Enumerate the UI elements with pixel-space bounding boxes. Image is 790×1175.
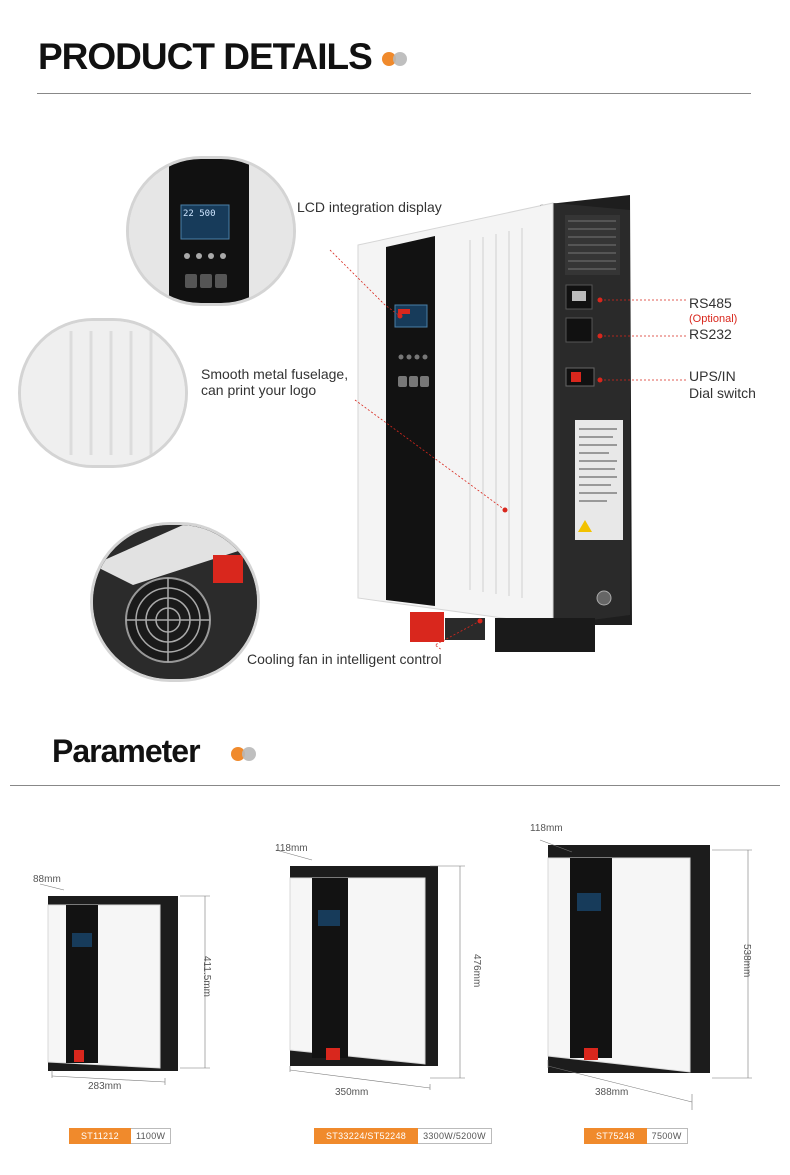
model1-name: ST11212: [69, 1128, 131, 1144]
model2-height: 476mm: [471, 954, 482, 988]
model2-depth: 118mm: [275, 843, 308, 854]
callout-metal-line2: can print your logo: [201, 382, 317, 398]
model3-depth: 118mm: [530, 823, 563, 834]
section-title-product-details: PRODUCT DETAILS: [38, 36, 373, 77]
decorative-dots-icon: [231, 747, 261, 763]
model1-width: 283mm: [88, 1081, 122, 1092]
inverter-illustration: [329, 195, 686, 652]
callout-ups-line2: Dial switch: [689, 385, 756, 401]
model3-name: ST75248: [584, 1128, 647, 1144]
model3-width: 388mm: [595, 1087, 629, 1098]
callout-optional: (Optional): [689, 313, 738, 325]
callout-metal-line1: Smooth metal fuselage,: [201, 366, 349, 382]
callout-rs485: RS485: [689, 295, 732, 311]
model1-height: 411.5mm: [201, 956, 212, 997]
model2-power: 3300W/5200W: [418, 1128, 492, 1144]
callout-rs232: RS232: [689, 326, 732, 342]
decorative-dots-icon: [382, 52, 412, 68]
model3-power: 7500W: [646, 1128, 688, 1144]
metal-fuselage-closeup-image: [18, 318, 188, 468]
model2-tag: ST33224/ST52248 3300W/5200W: [314, 1128, 492, 1144]
lcd-readout: 22 500: [183, 209, 216, 219]
model2-name: ST33224/ST52248: [314, 1128, 419, 1144]
model3-tag: ST75248 7500W: [584, 1128, 688, 1144]
parameter-divider: [10, 785, 780, 786]
header-divider: [37, 93, 751, 94]
model-size-comparison: [39, 839, 752, 1110]
model1-depth: 88mm: [33, 874, 61, 885]
callout-lcd: LCD integration display: [297, 199, 442, 215]
model3-height: 538mm: [741, 944, 752, 978]
lcd-closeup-image: 22 500: [126, 156, 296, 306]
model1-tag: ST11212 1100W: [69, 1128, 172, 1144]
callout-ups-line1: UPS/IN: [689, 368, 736, 384]
callout-fan: Cooling fan in intelligent control: [247, 651, 442, 667]
section-title-parameter: Parameter: [52, 733, 201, 769]
model1-power: 1100W: [130, 1128, 172, 1144]
model2-width: 350mm: [335, 1087, 369, 1098]
cooling-fan-closeup-image: [90, 522, 260, 682]
